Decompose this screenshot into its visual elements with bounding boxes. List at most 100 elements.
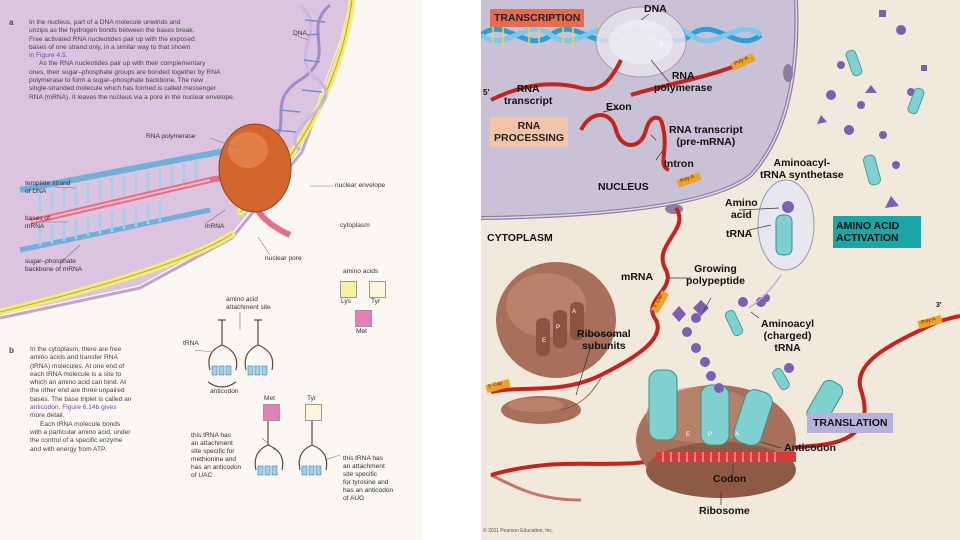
trna-met-note-line: methionine and: [191, 456, 237, 463]
intron-label: Intron: [664, 158, 694, 170]
trna-met-note-line: an attachment: [191, 440, 233, 447]
trna-tyr-note-line: site specific: [343, 471, 378, 478]
trna-tyr-note-line: for tyrosine and: [343, 479, 389, 486]
nuclear-envelope-label: nuclear envelope: [335, 182, 386, 189]
trna-met-note: this tRNA has an attachment site specifi…: [191, 432, 241, 480]
paragraph-b-line: with a particular amino acid, under: [30, 428, 131, 436]
paragraph-b: In the cytoplasm, there are free amino a…: [30, 346, 165, 454]
translation-title-box: TRANSLATION: [807, 413, 894, 433]
trna-pair-bottom: [254, 420, 328, 471]
free-amino-acids: [817, 10, 927, 208]
ribosomal-subunits-label-line: Ribosomal: [577, 328, 631, 340]
growing-polypeptide: [672, 294, 770, 393]
paragraph-b-line: the other end are three unpaired: [30, 387, 125, 395]
trna-met-note-line: has an anticodon: [191, 464, 242, 471]
paragraph-b-line: which an amino acid can bind. At: [30, 379, 127, 387]
rna-processing-title-line: PROCESSING: [493, 132, 564, 144]
ribosomal-subunits: [496, 262, 616, 424]
rna-polymerase: [218, 123, 292, 213]
rna-transcript-label: RNA transcript: [504, 83, 552, 107]
paragraph-b-line: anticodon. Figure 6.14b gives: [30, 404, 117, 412]
paragraph-a-line: ones, their sugar–phosphate groups are b…: [29, 68, 221, 76]
trna-tyr-note-line: has an anticodon: [343, 487, 394, 494]
amino-acids-label: amino acids: [343, 268, 379, 275]
mrna-strand: [490, 206, 682, 394]
rna-processing-title-line: RNA: [517, 120, 541, 132]
ribosomal-subunits-label: Ribosomal subunits: [577, 328, 631, 352]
trna-tyr-note-line: of AUG: [343, 495, 365, 502]
bases-of-mrna-label-line: mRNA: [25, 223, 45, 230]
trna-tag-met-box: [263, 404, 280, 421]
paragraph-b-line: Each tRNA molecule bonds: [40, 420, 121, 428]
cytoplasm-label: CYTOPLASM: [487, 232, 553, 244]
amino-acid-label-line: acid: [730, 209, 752, 221]
free-trna-molecules: [845, 49, 925, 186]
sugar-phosphate-label-line: sugar–phosphate: [25, 258, 76, 265]
paragraph-a-line: As the RNA nucleotides pair up with thei…: [39, 60, 206, 68]
paragraph-a-line: polymerase to form a sugar–phosphate bac…: [29, 77, 203, 85]
rna-processing-title-box: RNA PROCESSING: [490, 117, 568, 147]
aminoacyl-trna-synthetase: [757, 179, 815, 271]
paragraph-b-line: In the cytoplasm, there are free: [30, 346, 122, 353]
bases-of-mrna-label-line: bases of: [25, 215, 50, 222]
amino-acid-activation-title-line: ACTIVATION: [836, 232, 899, 244]
amino-acid-label: Amino acid: [725, 197, 758, 221]
dna-label: DNA: [293, 30, 307, 37]
trna-tyr-note-line: this tRNA has: [343, 455, 383, 462]
codon-label: Codon: [713, 473, 747, 485]
trna-tag-met-label: Met: [264, 395, 275, 402]
trna-label: tRNA: [183, 340, 199, 347]
aminoacyl-trna-label-line: Aminoacyl: [761, 318, 815, 330]
aminoacyl-trna-label-line: tRNA: [774, 342, 801, 354]
anticodon-label: anticodon: [210, 388, 239, 395]
mrna-label: mRNA: [621, 271, 654, 283]
gene-expression-overview-panel: TRANSCRIPTION RNA PROCESSING AMINO ACID …: [481, 0, 960, 540]
five-prime-label: 5': [483, 88, 490, 97]
amino-acid-activation-title-box: AMINO ACID ACTIVATION: [833, 216, 921, 248]
amino-acid-tyr-box: [369, 281, 386, 298]
dna-label: DNA: [644, 3, 667, 15]
rna-transcript-label-line: RNA: [516, 83, 540, 95]
site-e-label: E: [542, 338, 547, 344]
rna-polymerase-label: RNA polymerase: [654, 70, 712, 94]
amino-acid-attachment-label-line: attachment site: [226, 304, 271, 311]
aminoacyl-trna-label-line: (charged): [763, 330, 812, 342]
three-prime-right-label: 3': [936, 302, 942, 309]
amino-acid-lys-box: [340, 281, 357, 298]
template-dna-strand: [19, 147, 231, 253]
paragraph-b-line: and with energy from ATP.: [30, 445, 107, 453]
trna-met-note-line: of UAC: [191, 472, 213, 479]
paragraph-a-line: single-stranded molecule which has forme…: [29, 85, 216, 93]
synthetase-label-line: tRNA synthetase: [760, 169, 844, 181]
sugar-phosphate-label: sugar–phosphate backbone of mRNA: [25, 258, 82, 274]
amino-acid-activation-title-line: AMINO ACID: [836, 220, 900, 232]
trna-tyr-note: this tRNA has an attachment site specifi…: [343, 455, 393, 503]
rna-transcript: [490, 59, 623, 102]
nucleus-label: NUCLEUS: [598, 181, 649, 193]
amino-acid-attachment-label-line: amino acid: [226, 296, 258, 303]
paragraph-a-line: in Figure 4.5.: [29, 52, 68, 60]
exon-label: Exon: [606, 101, 632, 113]
transcription-illustration: [0, 0, 356, 476]
ribosome-label: Ribosome: [699, 505, 750, 517]
nucleus: [481, 0, 797, 218]
site-e-label: E: [686, 432, 691, 438]
rna-polymerase-label-line: polymerase: [654, 82, 713, 94]
paragraph-b-line: the control of a specific enzyme: [30, 437, 123, 445]
textbook-figure-panel: a In the nucleus, part of a DNA molecule…: [0, 0, 423, 540]
synthetase-label-line: Aminoacyl-: [773, 157, 831, 169]
amino-acid-tyr-label: Tyr: [371, 298, 381, 305]
trna-met-note-line: this tRNA has: [191, 432, 231, 439]
paragraph-a-line: In the nucleus, part of a DNA molecule u…: [29, 19, 181, 26]
growing-polypeptide-label-line: Growing: [694, 263, 737, 275]
anticodon-label: Anticodon: [784, 442, 836, 454]
paragraph-b-line: bases. The base triplet is called an: [30, 395, 132, 403]
paragraph-a-marker: a: [9, 18, 14, 27]
cytoplasm-label: cytoplasm: [340, 222, 370, 229]
template-strand-label: template strand of DNA: [25, 180, 70, 196]
paragraph-a-line: Free activated RNA nucleotides pair up w…: [29, 35, 195, 43]
rna-polymerase-label-line: RNA: [671, 70, 695, 82]
gene-expression-illustration: [481, 0, 960, 505]
copyright-text: © 2011 Pearson Education, Inc.: [483, 528, 554, 534]
template-strand-label-line: of DNA: [25, 188, 47, 195]
